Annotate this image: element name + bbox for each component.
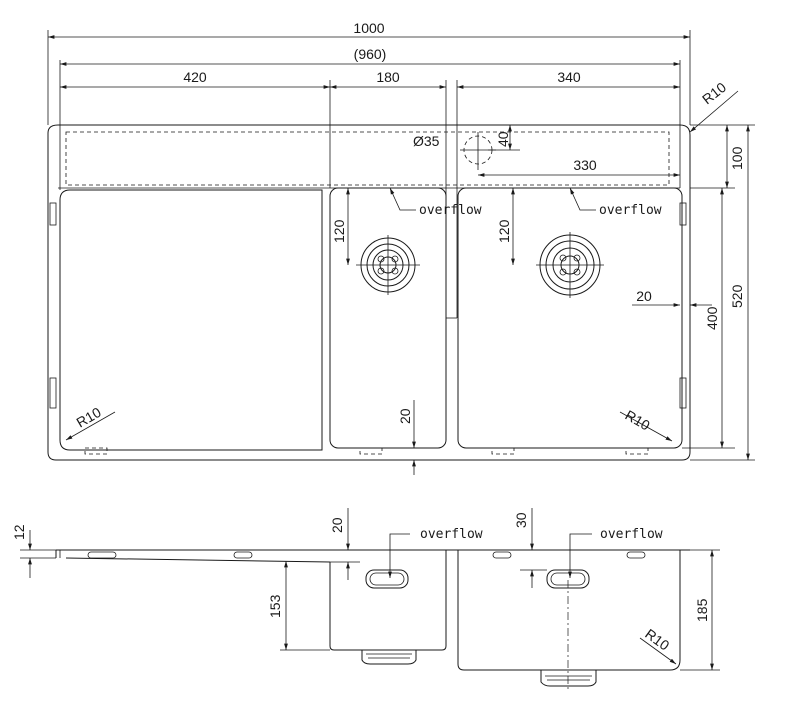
small-bowl-depth-label: 153: [267, 594, 283, 618]
tap-hole-to-edge-label: 330: [573, 157, 597, 173]
side-overflow-label-large: overflow: [600, 527, 663, 542]
radius-br-label: R10: [623, 407, 653, 434]
corner-radius-label: R10: [699, 79, 729, 108]
section-right-label: 340: [557, 69, 581, 85]
drainboard-outline: [59, 189, 323, 451]
overflow-label-large: overflow: [599, 203, 662, 218]
large-bowl-depth-label: 185: [694, 598, 710, 622]
deck-recess: [65, 131, 670, 186]
large-bowl: [457, 187, 683, 449]
side-radius-label: R10: [642, 625, 672, 653]
sink-outline: [47, 124, 691, 461]
bowl-depth-label: 400: [704, 306, 720, 330]
overflow-slot-small: [365, 569, 409, 589]
inner-width-label: (960): [354, 46, 387, 62]
tap-hole: [460, 132, 496, 170]
bowl-bottom-gap-label: 20: [397, 408, 413, 424]
drain-small: [356, 235, 420, 295]
side-overflow-label-small: overflow: [420, 527, 483, 542]
clip: [49, 377, 57, 409]
overflow-slot-large: [546, 569, 590, 589]
overflow-small-offset-label: 20: [329, 517, 345, 533]
bowl-side-gap-label: 20: [636, 288, 652, 304]
tap-hole-diameter-label: Ø35: [413, 133, 440, 149]
drain-large: [536, 232, 604, 298]
overflow-large-offset-label: 30: [513, 512, 529, 528]
rim-thickness-label: 12: [11, 524, 27, 540]
overflow-label-small: overflow: [419, 203, 482, 218]
clip: [49, 202, 57, 226]
overall-depth-label: 520: [729, 284, 745, 308]
clip: [679, 377, 687, 409]
overall-width-label: 1000: [353, 20, 384, 36]
small-bowl: [329, 187, 447, 449]
clip: [679, 202, 687, 226]
top-view: 1000 (960) 420 180 340 R10 Ø35 40 330 10…: [47, 20, 755, 475]
drain-offset-large-label: 120: [496, 219, 512, 243]
side-view: overflow overflow 12 20 30 153 185 R10: [11, 508, 720, 692]
section-mid-label: 180: [376, 69, 400, 85]
drain-offset-small-label: 120: [331, 219, 347, 243]
deck-depth-label: 100: [729, 146, 745, 170]
section-left-label: 420: [183, 69, 207, 85]
tap-hole-offset-label: 40: [495, 131, 511, 147]
